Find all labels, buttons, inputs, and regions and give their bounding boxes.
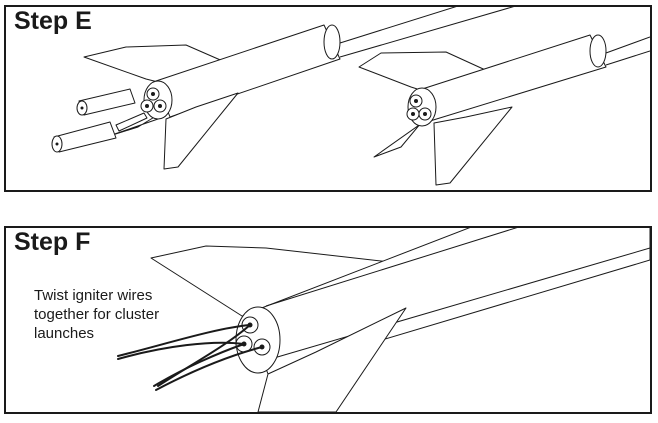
- nozzle-center: [145, 104, 149, 108]
- step-f-title: Step F: [14, 228, 91, 256]
- body-tube-seam: [265, 228, 518, 307]
- body-tube-nose-end: [323, 24, 341, 60]
- engine-upper-nozzle-hole: [80, 106, 84, 110]
- lower-fin: [163, 92, 239, 170]
- igniter-wire-upper-a: [117, 324, 251, 357]
- engine-lower: [53, 121, 117, 153]
- nozzle-center: [414, 99, 418, 103]
- body-tube-nose-end: [589, 34, 607, 68]
- igniter-wire-lower-b: [155, 346, 263, 391]
- rocket-body-tube: [245, 228, 650, 375]
- igniter-wire-upper-b: [117, 341, 245, 360]
- lower-fin: [257, 307, 407, 412]
- lower-fin: [433, 106, 513, 186]
- upper-launch-lug: [339, 7, 457, 44]
- rocket-with-installed-engine-cluster: [358, 34, 650, 186]
- upper-launch-lug: [605, 36, 650, 54]
- body-tube-seam: [273, 247, 650, 359]
- igniter-wires-caption: Twist igniter wires together for cluster…: [34, 286, 234, 343]
- engine-upper: [78, 88, 136, 116]
- step-f-illustration: [117, 228, 650, 412]
- caption-line: together for cluster: [34, 306, 160, 323]
- lower-launch-lug: [605, 50, 650, 66]
- step-e-title: Step E: [14, 7, 92, 35]
- engine-lower-nozzle-hole: [55, 142, 59, 146]
- caption-line: launches: [34, 325, 95, 342]
- rocket-with-loose-engines: [51, 7, 515, 170]
- rocket-with-igniter-wires: [117, 228, 650, 412]
- step-e-illustration: [51, 7, 650, 186]
- step-f-panel: Step F Twist igniter wires together for …: [4, 226, 652, 414]
- lower-launch-lug: [339, 7, 515, 58]
- engine-hook: [115, 112, 148, 132]
- igniter-wire-lower-c: [157, 324, 251, 387]
- nozzle-center: [423, 112, 427, 116]
- nozzle-center: [158, 104, 162, 108]
- igniter-wire-lower-a: [153, 343, 245, 387]
- step-e-panel: Step E: [4, 5, 652, 192]
- caption-line: Twist igniter wires: [34, 287, 153, 304]
- nozzle-center: [411, 112, 415, 116]
- nozzle-center: [151, 92, 155, 96]
